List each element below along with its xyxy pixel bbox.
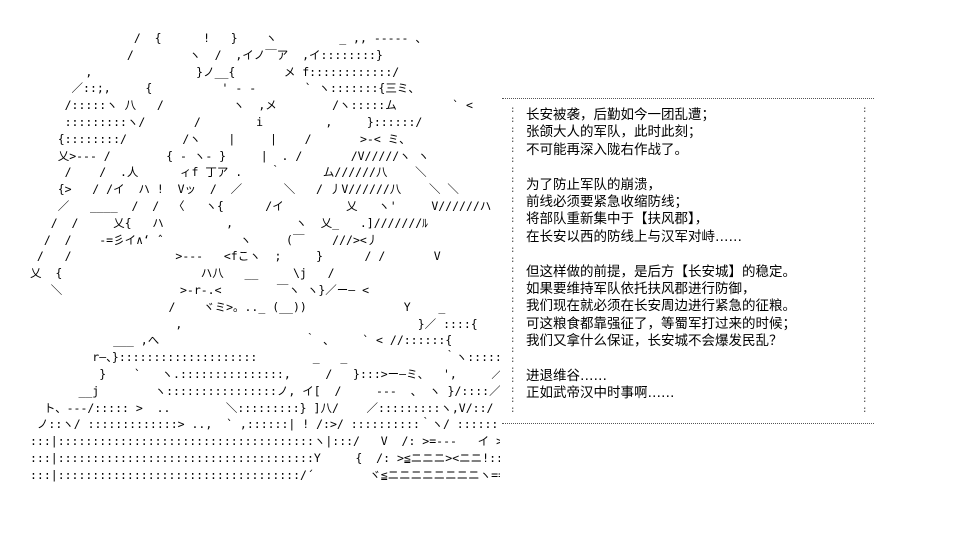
narration-line bbox=[526, 350, 850, 367]
narration-text: 长安被袭，后勤如今一团乱遭；张颌大人的军队，此时此刻；不可能再深入陇右作战了。为… bbox=[526, 107, 850, 403]
narration-line: 但这样做的前提，是后方【长安城】的稳定。 bbox=[526, 263, 796, 280]
narration-line: 不可能再深入陇右作战了。 bbox=[526, 141, 688, 158]
narration-line: 张颌大人的军队，此时此刻； bbox=[526, 124, 702, 141]
narration-line: 可这粮食都靠强征了，等蜀军打过来的时候； bbox=[526, 315, 796, 332]
narration-line: 我们又拿什么保证，长安城不会爆发民乱？ bbox=[526, 333, 783, 350]
narration-line bbox=[526, 159, 850, 176]
narration-line: 长安被袭，后勤如今一团乱遭； bbox=[526, 107, 715, 123]
narration-line: 在长安以西的防线上与汉军对峙…… bbox=[526, 228, 742, 245]
narration-line: 将部队重新集中于【扶风郡】， bbox=[526, 211, 709, 228]
narration-box: : : : : : : : : : : : : : : : : : : : : … bbox=[502, 98, 874, 424]
narration-line bbox=[526, 246, 850, 263]
ascii-art-illustration: / { ! } ヽ _ ,, ----- 、 / ヽ / ,イノ￣ア ,イ:::… bbox=[30, 31, 500, 482]
narration-box-left-dotted-border: : : : : : : : : : : : : : : : : : : : : … bbox=[510, 105, 516, 415]
narration-line: 我们现在就必须在长安周边进行紧急的征粮。 bbox=[526, 298, 796, 315]
narration-line: 前线必须要紧急收缩防线； bbox=[526, 193, 688, 210]
narration-box-right-dotted-border: : : : : : : : : : : : : : : : : : : : : … bbox=[862, 105, 868, 415]
narration-line: 正如武帝汉中时事啊…… bbox=[526, 385, 675, 402]
narration-line: 如果要维持军队依托扶风郡进行防御， bbox=[526, 280, 756, 297]
narration-line: 进退维谷…… bbox=[526, 367, 607, 384]
narration-line: 为了防止军队的崩溃， bbox=[526, 176, 661, 193]
